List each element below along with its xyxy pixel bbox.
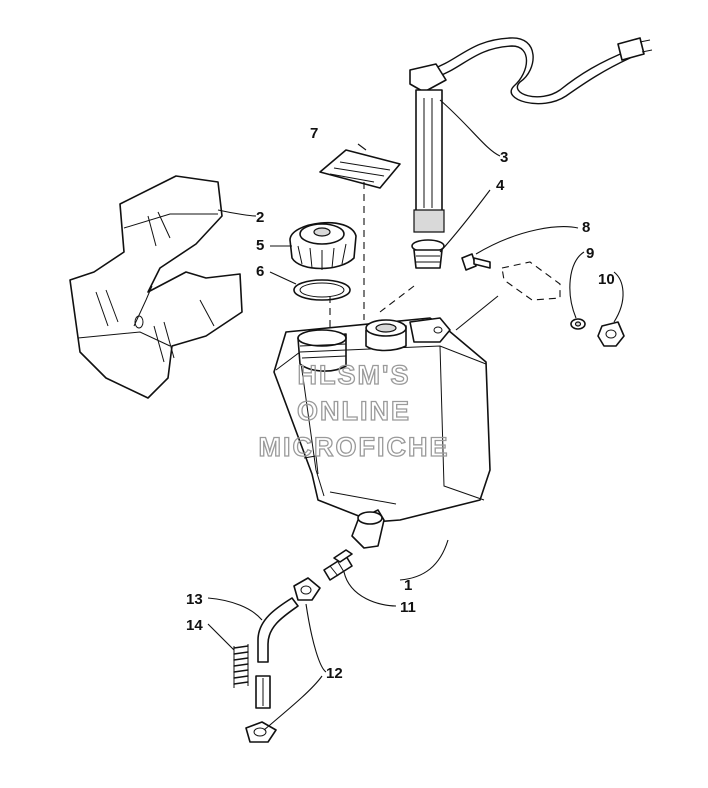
callout-2: 2 <box>256 209 264 226</box>
callout-6: 6 <box>256 263 264 280</box>
mounting-hardware <box>461 253 625 347</box>
callout-1: 1 <box>404 577 412 594</box>
callout-5: 5 <box>256 237 264 254</box>
callout-13: 13 <box>186 591 203 608</box>
decal-label <box>319 149 401 189</box>
hose-spring <box>233 644 249 688</box>
callout-14: 14 <box>186 617 203 634</box>
hose-clamp-bottom <box>245 721 277 743</box>
hose-fitting <box>323 549 353 581</box>
o-ring <box>293 279 351 301</box>
callout-8: 8 <box>582 219 590 236</box>
callout-3: 3 <box>500 149 508 166</box>
callout-9: 9 <box>586 245 594 262</box>
watermark-line-2: ONLINE <box>297 396 411 426</box>
hose-clamp-top <box>293 577 321 601</box>
oil-tank <box>273 317 491 549</box>
callout-10: 10 <box>598 271 615 288</box>
callout-12: 12 <box>326 665 343 682</box>
shield-panel <box>69 175 243 399</box>
watermark-line-3: MICROFICHE <box>259 432 450 462</box>
callout-numbers: 1 2 3 4 5 6 7 8 9 10 11 12 13 14 <box>186 125 615 682</box>
callout-7: 7 <box>310 125 318 142</box>
filler-cap <box>289 221 357 270</box>
oil-level-sensor <box>409 37 653 233</box>
callout-4: 4 <box>496 177 505 194</box>
callout-11: 11 <box>400 599 416 616</box>
oil-hose <box>255 597 299 709</box>
watermark: HLSM'S ONLINE MICROFICHE <box>258 359 450 462</box>
leader-lines <box>207 99 624 731</box>
watermark-line-1: HLSM'S <box>298 360 411 390</box>
grommet <box>411 239 445 269</box>
